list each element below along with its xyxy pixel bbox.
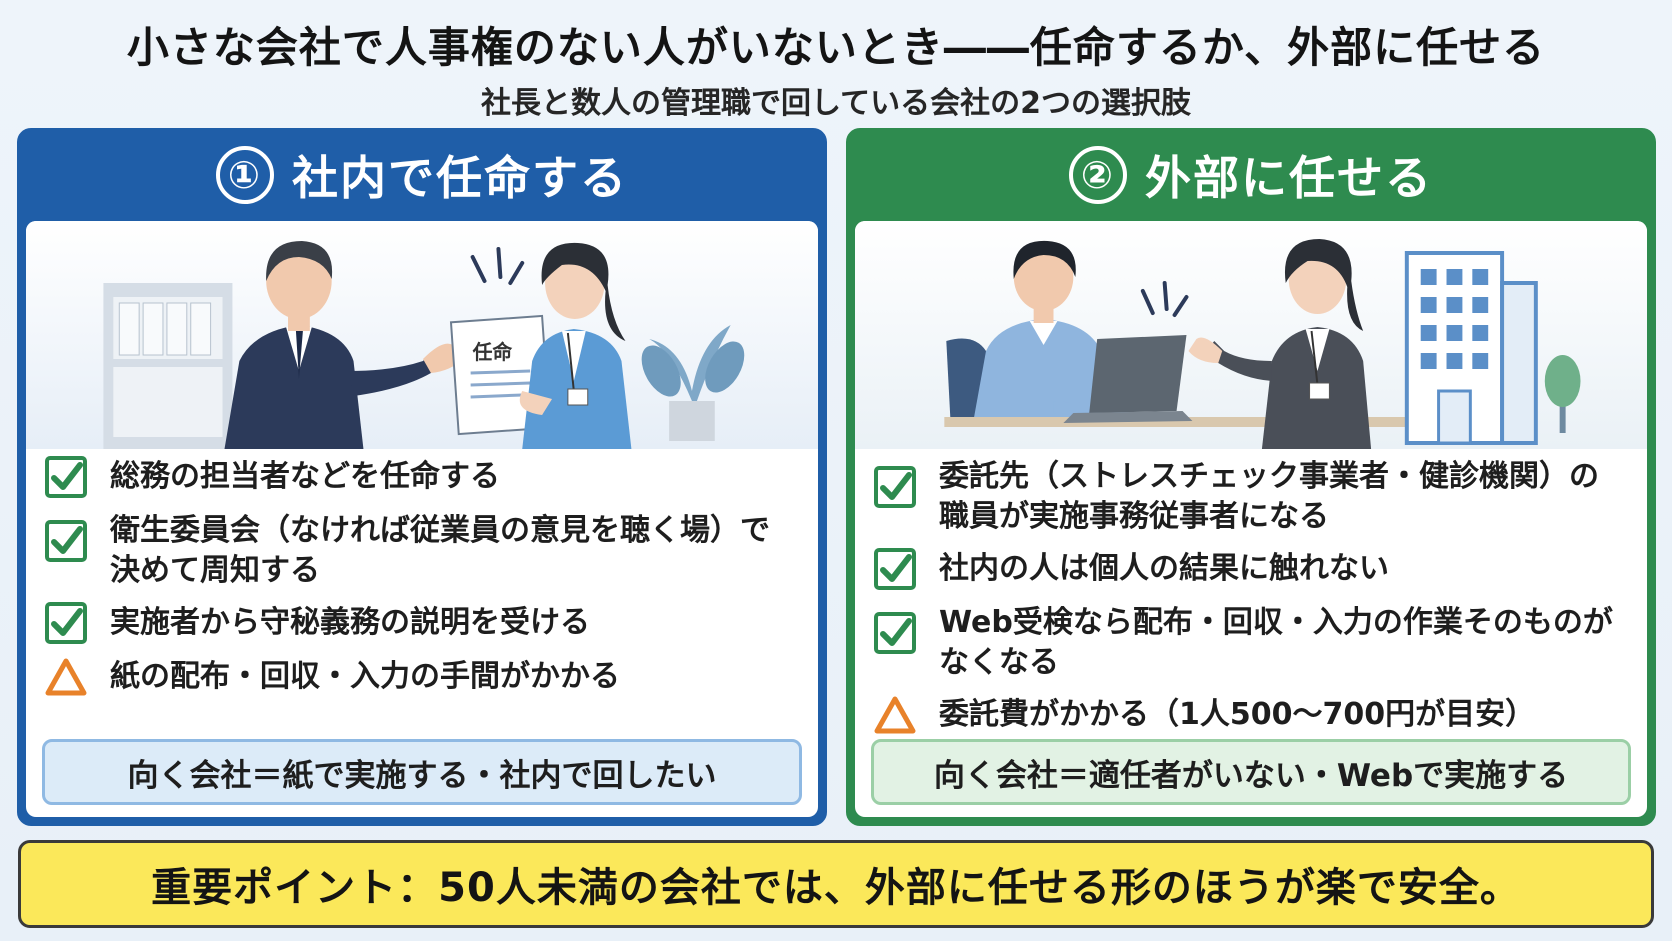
warning-icon	[45, 658, 87, 696]
item-text: 社内の人は個人の結果に触れない	[939, 551, 1389, 586]
tree-icon	[1544, 355, 1581, 433]
item-text: 衛生委員会（なければ従業員の意見を聴く場）で決めて周知する	[110, 513, 770, 588]
bookshelf-icon	[103, 283, 233, 449]
item-text: 総務の担当者などを任命する	[110, 459, 500, 494]
building-icon	[1404, 251, 1538, 445]
warning-icon	[874, 696, 916, 734]
item-list-outsource: 委託先（ストレスチェック事業者・健診機関）の職員が実施事務従事者になる 社内の人…	[873, 457, 1631, 749]
check-icon	[874, 548, 916, 590]
item-text: 紙の配布・回収・入力の手間がかかる	[110, 659, 620, 694]
check-icon	[874, 612, 916, 654]
check-icon	[45, 456, 87, 498]
plant-icon	[641, 325, 745, 441]
external-staff-figure-icon	[1188, 239, 1372, 449]
illustration-outsourcing	[855, 221, 1647, 449]
item-text: 実施者から守秘義務の説明を受ける	[110, 605, 590, 640]
laptop-icon	[1063, 335, 1193, 423]
panel-body-outsource: 委託先（ストレスチェック事業者・健診機関）の職員が実施事務従事者になる 社内の人…	[855, 221, 1647, 817]
list-item: 実施者から守秘義務の説明を受ける	[44, 602, 802, 645]
item-list-internal: 総務の担当者などを任命する 衛生委員会（なければ従業員の意見を聴く場）で決めて周…	[44, 456, 802, 711]
option-panel-internal: ① 社内で任命する	[17, 128, 827, 826]
panel-title-internal: 社内で任命する	[292, 151, 628, 205]
check-icon	[45, 602, 87, 644]
panel-title-outsource: 外部に任せる	[1145, 151, 1433, 205]
panel-header-internal: ① 社内で任命する	[20, 131, 824, 219]
document-label: 任命	[472, 340, 514, 364]
illustration-appointment: 任命	[26, 221, 818, 449]
item-text: 委託先（ストレスチェック事業者・健診機関）の職員が実施事務従事者になる	[939, 459, 1599, 534]
list-item: 総務の担当者などを任命する	[44, 456, 802, 499]
page-title: 小さな会社で人事権のない人がいないとき――任命するか、外部に任せる	[126, 23, 1546, 72]
staff-at-laptop-icon	[974, 240, 1133, 417]
option-number-1: ①	[216, 146, 274, 204]
list-item: 委託費がかかる（1人500～700円が目安）	[873, 695, 1631, 737]
panel-body-internal: 任命	[26, 221, 818, 817]
check-icon	[45, 520, 87, 562]
check-icon	[874, 466, 916, 508]
employee-figure-icon	[519, 242, 632, 449]
list-item: 紙の配布・回収・入力の手間がかかる	[44, 657, 802, 699]
page-subtitle: 社長と数人の管理職で回している会社の2つの選択肢	[481, 86, 1191, 121]
option-number-2: ②	[1069, 146, 1127, 204]
suitable-company-box-internal: 向く会社＝紙で実施する・社内で回したい	[42, 739, 802, 805]
suitable-company-box-outsource: 向く会社＝適任者がいない・Webで実施する	[871, 739, 1631, 805]
option-panel-outsource: ② 外部に任せる	[846, 128, 1656, 826]
list-item: 社内の人は個人の結果に触れない	[873, 548, 1631, 591]
list-item: Web受検なら配布・回収・入力の作業そのものがなくなる	[873, 603, 1631, 683]
list-item: 衛生委員会（なければ従業員の意見を聴く場）で決めて周知する	[44, 511, 802, 591]
manager-figure-icon	[224, 241, 463, 449]
item-text: 委託費がかかる（1人500～700円が目安）	[939, 697, 1536, 732]
key-point-banner: 重要ポイント：50人未満の会社では、外部に任せる形のほうが楽で安全。	[18, 840, 1654, 928]
panel-header-outsource: ② 外部に任せる	[849, 131, 1653, 219]
list-item: 委託先（ストレスチェック事業者・健診機関）の職員が実施事務従事者になる	[873, 457, 1631, 537]
item-text: Web受検なら配布・回収・入力の作業そのものがなくなる	[939, 605, 1613, 680]
